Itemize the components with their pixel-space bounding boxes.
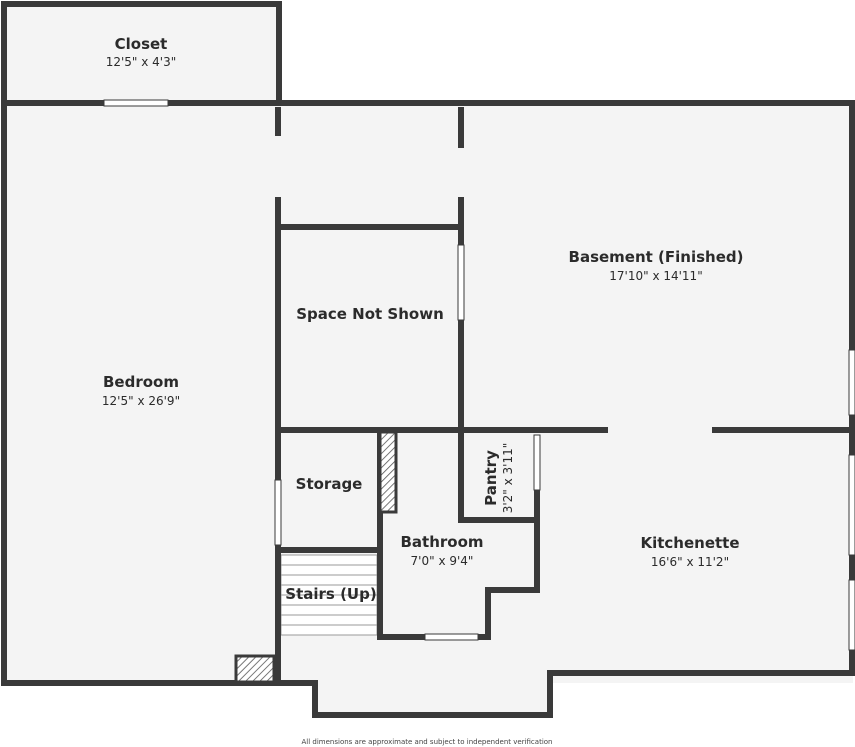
closet-label: Closet bbox=[115, 35, 168, 53]
bedroom-label: Bedroom bbox=[103, 373, 179, 391]
kitchenette-dims: 16'6" x 11'2" bbox=[651, 555, 729, 569]
basement-dims: 17'10" x 14'11" bbox=[609, 269, 702, 283]
storage-label: Storage bbox=[296, 475, 363, 493]
footer-disclaimer: All dimensions are approximate and subje… bbox=[302, 738, 553, 746]
windows bbox=[103, 99, 855, 651]
basement-label: Basement (Finished) bbox=[569, 248, 744, 266]
space-not-shown-label: Space Not Shown bbox=[296, 305, 444, 323]
hatched-columns bbox=[234, 430, 398, 684]
bedroom-dims: 12'5" x 26'9" bbox=[102, 394, 180, 408]
walls bbox=[1, 1, 855, 718]
bathroom-dims: 7'0" x 9'4" bbox=[411, 554, 474, 568]
kitchenette-label: Kitchenette bbox=[640, 534, 739, 552]
floor-fill bbox=[4, 4, 853, 715]
closet-dims: 12'5" x 4'3" bbox=[106, 55, 177, 69]
stairs-label: Stairs (Up) bbox=[285, 585, 376, 603]
pantry-dims: 3'2" x 3'11" bbox=[501, 443, 515, 514]
pantry-label: Pantry bbox=[482, 450, 500, 506]
bathroom-label: Bathroom bbox=[400, 533, 483, 551]
stairs-treads bbox=[280, 554, 378, 636]
